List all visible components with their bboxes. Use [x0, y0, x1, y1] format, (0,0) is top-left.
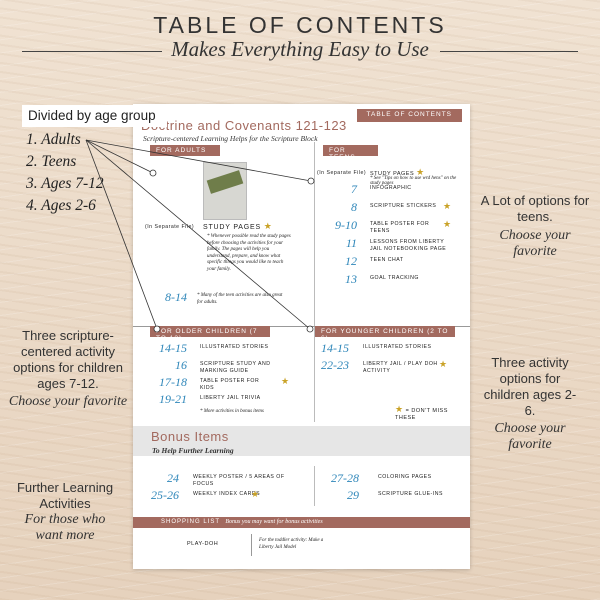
page-number: 22-23	[321, 358, 349, 372]
section-bar-teens: FOR TEENS	[323, 145, 378, 161]
older-more-note: * More activities in bonus items	[200, 409, 264, 414]
page-number: 14-15	[159, 341, 187, 355]
shopping-list-bar: SHOPPING LIST Bonus you may want for bon…	[133, 517, 470, 528]
section-bar-younger-children: FOR YOUNGER CHILDREN (2 TO 6)	[315, 326, 455, 342]
item-label: LESSONS FROM LIBERTY JAIL NOTEBOOKING PA…	[370, 239, 447, 252]
older-callout: Three scripture-centered activity option…	[8, 328, 128, 409]
study-pages-thumbnail	[203, 162, 247, 220]
shopping-item-note: For the toddler activity: Make a Liberty…	[259, 538, 324, 550]
item-label: WEEKLY POSTER / 5 AREAS OF FOCUS	[193, 474, 285, 487]
page-subtitle: Makes Everything Easy to Use	[171, 37, 429, 61]
item-label: COLORING PAGES	[378, 474, 432, 480]
page-number: 13	[345, 272, 357, 286]
adults-page-range: 8-14	[165, 290, 187, 304]
star-icon: ★	[439, 359, 448, 369]
header-rule-right	[440, 51, 578, 52]
star-icon: ★	[281, 376, 290, 386]
page-number: 29	[347, 488, 359, 502]
page-number: 12	[345, 254, 357, 268]
teens-separate-file: (In Separate File)	[317, 170, 367, 176]
page-number: 17-18	[159, 375, 187, 389]
younger-callout: Three activity options for children ages…	[483, 355, 577, 452]
connector-line	[85, 139, 154, 174]
item-label: GOAL TRACKING	[370, 275, 419, 281]
section-divider	[133, 326, 470, 327]
age-item: 4. Ages 2-6	[26, 197, 96, 214]
item-label: WEEKLY INDEX CARDS	[193, 491, 261, 497]
toc-tab: TABLE OF CONTENTS	[356, 109, 462, 122]
teens-study-note: * See "Tips on how to use wrd hens" on t…	[370, 176, 457, 186]
item-label: INFOGRAPHIC	[370, 185, 412, 191]
star-icon: ★	[443, 201, 452, 211]
page-number: 9-10	[335, 218, 357, 232]
adults-separate-file: (In Separate File)	[145, 224, 195, 230]
age-item: 1. Adults	[26, 131, 81, 148]
teens-callout: A Lot of options for teens. Choose your …	[480, 193, 590, 259]
doc-title: Doctrine and Covenants 121-123	[141, 118, 347, 133]
page-number: 11	[345, 236, 357, 250]
section-bar-older-children: FOR OLDER CHILDREN (7 TO 12)	[150, 326, 270, 342]
connector-line	[85, 139, 312, 182]
column-divider-lower	[314, 326, 315, 422]
page-number: 14-15	[321, 341, 349, 355]
page-number: 16	[175, 358, 187, 372]
star-icon: ★	[251, 489, 260, 499]
section-bar-adults: FOR ADULTS	[150, 145, 220, 156]
page-title: TABLE OF CONTENTS	[153, 12, 447, 38]
doc-subtitle: Scripture-centered Learning Helps for th…	[143, 134, 318, 143]
star-icon: ★	[263, 221, 273, 231]
age-group-label: Divided by age group	[22, 105, 167, 127]
item-label: SCRIPTURE GLUE-INS	[378, 491, 443, 497]
item-label: ILLUSTRATED STORIES	[363, 344, 432, 350]
page-number: 25-26	[151, 488, 179, 502]
teens-study-pages: STUDY PAGES ★	[370, 167, 425, 177]
age-group-list: 1. Adults 2. Teens 3. Ages 7-12 4. Ages …	[26, 129, 104, 217]
connector-dot	[306, 325, 314, 333]
star-icon: ★	[395, 404, 404, 414]
connector-dot	[153, 325, 161, 333]
adults-study-pages: STUDY PAGES ★	[203, 221, 273, 231]
bonus-divider	[314, 466, 315, 506]
page-number: 19-21	[159, 392, 187, 406]
further-callout: Further Learning Activities For those wh…	[16, 480, 114, 543]
star-icon: ★	[443, 219, 452, 229]
table-of-contents-page: TABLE OF CONTENTS Doctrine and Covenants…	[133, 104, 470, 569]
page-number: 7	[351, 182, 357, 196]
item-label: TABLE POSTER FOR KIDS	[200, 378, 260, 391]
connector-dot	[149, 169, 157, 177]
item-label: SCRIPTURE STUDY AND MARKING GUIDE	[200, 361, 271, 374]
shopping-divider	[251, 534, 252, 556]
item-label: TABLE POSTER FOR TEENS	[370, 221, 430, 234]
column-divider	[314, 142, 315, 327]
dont-miss-legend: ★ = DON'T MISS THESE	[395, 404, 448, 422]
header-rule-left	[22, 51, 162, 52]
item-label: LIBERTY JAIL / PLAY DOH ACTIVITY	[363, 361, 438, 374]
connector-line	[85, 139, 158, 330]
bonus-band	[133, 426, 470, 456]
item-label: ILLUSTRATED STORIES	[200, 344, 269, 350]
bonus-title: Bonus Items	[151, 429, 229, 444]
item-label: TEEN CHAT	[370, 257, 404, 263]
bonus-subtitle: To Help Further Learning	[152, 446, 234, 455]
star-icon: ★	[416, 167, 425, 177]
adults-study-note: * Whenever possible read the study pages…	[207, 234, 291, 272]
item-label: SCRIPTURE STICKERS	[370, 203, 437, 209]
connector-line	[85, 139, 311, 330]
page-number: 27-28	[331, 471, 359, 485]
page-number: 24	[167, 471, 179, 485]
item-label: LIBERTY JAIL TRIVIA	[200, 395, 261, 401]
age-item: 3. Ages 7-12	[26, 175, 104, 192]
page-number: 8	[351, 200, 357, 214]
adults-teen-note: * Many of the teen activities are also g…	[197, 293, 283, 305]
shopping-item: PLAY-DOH	[187, 541, 219, 547]
age-item: 2. Teens	[26, 153, 77, 170]
connector-dot	[307, 177, 315, 185]
